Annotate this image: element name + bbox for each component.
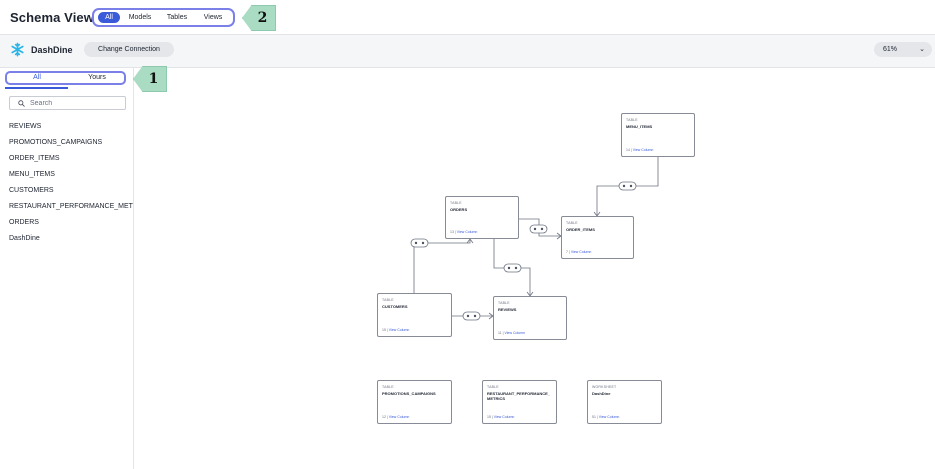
connection-name: DashDine: [31, 45, 73, 55]
view-columns-link[interactable]: View Column: [388, 415, 410, 419]
change-connection-button[interactable]: Change Connection: [84, 42, 174, 57]
filter-models[interactable]: Models: [128, 14, 152, 21]
node-reviews[interactable]: TABLE REVIEWS 11 | View Column: [493, 296, 567, 340]
page-title: Schema Viewer: [10, 10, 107, 25]
node-order-items[interactable]: TABLE ORDER_ITEMS 7 | View Column: [561, 216, 634, 259]
view-columns-link[interactable]: View Column: [493, 415, 515, 419]
sidebar: [0, 68, 134, 469]
view-columns-link[interactable]: View Column: [456, 230, 478, 234]
search-input[interactable]: [30, 99, 120, 107]
list-item-promotions-campaigns[interactable]: PROMOTIONS_CAMPAIGNS: [9, 139, 103, 146]
view-columns-link[interactable]: View Column: [504, 331, 526, 335]
list-item-customers[interactable]: CUSTOMERS: [9, 187, 54, 194]
tab-all[interactable]: All: [33, 74, 41, 81]
node-restaurant-performance-metrics[interactable]: TABLE RESTAURANT_PERFORMANCE_ METRICS 15…: [482, 380, 557, 424]
search-icon: [18, 100, 25, 107]
node-worksheet-dashdine[interactable]: WORKSHEET DashDine 51 | View Column: [587, 380, 662, 424]
view-columns-link[interactable]: View Column: [388, 328, 410, 332]
node-orders[interactable]: TABLE ORDERS 13 | View Column: [445, 196, 519, 239]
tab-yours[interactable]: Yours: [88, 74, 106, 81]
view-columns-link[interactable]: View Column: [632, 148, 654, 152]
list-item-order-items[interactable]: ORDER_ITEMS: [9, 155, 60, 162]
list-item-restaurant-performance-metrics[interactable]: RESTAURANT_PERFORMANCE_METRICS: [9, 203, 133, 210]
zoom-dropdown[interactable]: 61% ⌄: [874, 42, 932, 57]
node-menu-items[interactable]: TABLE MENU_ITEMS 14 | View Column: [621, 113, 695, 157]
object-type-filter: All Models Tables Views: [92, 8, 235, 27]
chevron-down-icon: ⌄: [919, 46, 925, 53]
list-item-orders[interactable]: ORDERS: [9, 219, 39, 226]
filter-views[interactable]: Views: [203, 14, 223, 21]
ownership-tabs: All Yours: [5, 71, 126, 85]
search-box: [9, 96, 126, 110]
node-customers[interactable]: TABLE CUSTOMERS 15 | View Column: [377, 293, 452, 337]
list-item-reviews[interactable]: REVIEWS: [9, 123, 42, 130]
zoom-level: 61%: [883, 46, 898, 53]
filter-all[interactable]: All: [98, 12, 120, 23]
view-columns-link[interactable]: View Column: [598, 415, 620, 419]
view-columns-link[interactable]: View Column: [570, 250, 592, 254]
node-promotions-campaigns[interactable]: TABLE PROMOTIONS_CAMPAIGNS 12 | View Col…: [377, 380, 452, 424]
snowflake-icon: [11, 42, 24, 57]
filter-tables[interactable]: Tables: [166, 14, 188, 21]
active-tab-indicator: [5, 87, 68, 89]
list-item-menu-items[interactable]: MENU_ITEMS: [9, 171, 55, 178]
list-item-dashdine[interactable]: DashDine: [9, 235, 40, 242]
